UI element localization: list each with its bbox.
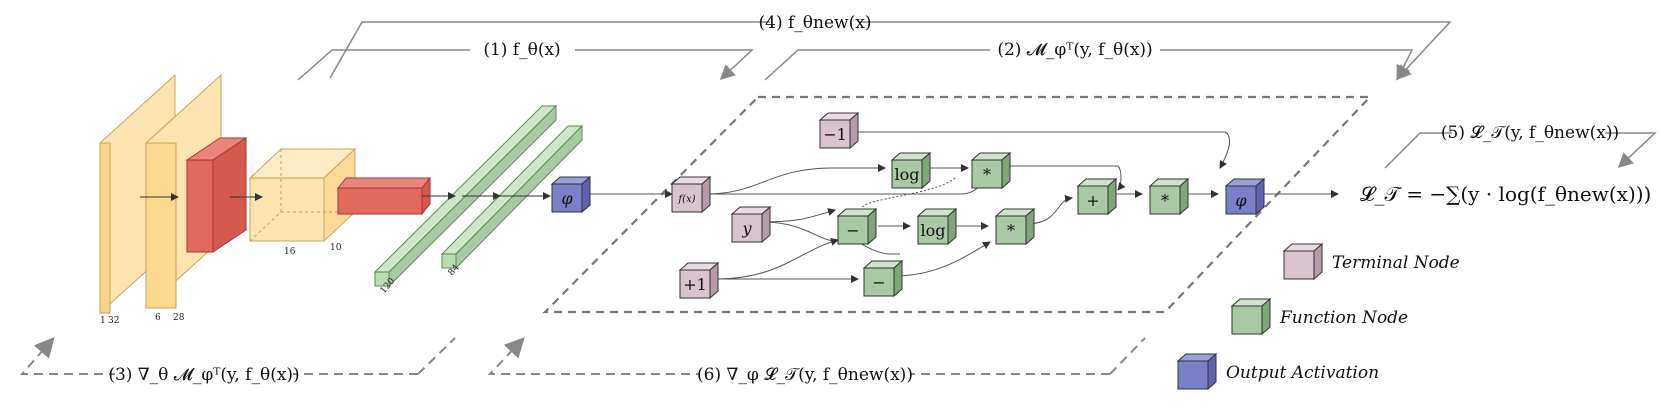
arrow-2-meta-loss: (2) 𝓜_φᵀ(y, f_θ(x)) xyxy=(764,40,1414,81)
legend-function: Function Node xyxy=(1230,297,1408,336)
function-node-plus: + xyxy=(1076,177,1118,216)
dim-label: 16 xyxy=(284,247,296,257)
arrow-6-gradient-phi: (6) ∇_φ 𝓛_𝒯(y, f_θnew(x)) xyxy=(487,337,1146,385)
svg-text:log: log xyxy=(921,221,946,240)
meta-loss-graph-frame xyxy=(542,95,1373,314)
svg-text:−1: −1 xyxy=(823,125,847,144)
terminal-node-plus-one: +1 xyxy=(678,261,720,300)
arrow-1-label: (1) f_θ(x) xyxy=(483,40,560,60)
terminal-node-y: y xyxy=(730,205,772,244)
arrow-2-label: (2) 𝓜_φᵀ(y, f_θ(x)) xyxy=(997,40,1152,60)
legend-terminal-label: Terminal Node xyxy=(1332,253,1460,273)
fc-layer-84 xyxy=(440,124,584,270)
terminal-node-fx: f(x) xyxy=(670,175,712,214)
svg-text:*: * xyxy=(1161,191,1169,210)
dim-label: 32 xyxy=(108,316,119,326)
dim-label: 28 xyxy=(173,313,185,323)
arrow-5-label: (5) 𝓛_𝒯(y, f_θnew(x)) xyxy=(1441,123,1619,143)
arrow-3-gradient-theta: (3) ∇_θ 𝓜_φᵀ(y, f_θ(x)) xyxy=(19,337,456,385)
arrow-3-label: (3) ∇_θ 𝓜_φᵀ(y, f_θ(x)) xyxy=(108,365,299,385)
legend-function-label: Function Node xyxy=(1279,308,1408,328)
pool-layer-2 xyxy=(336,176,432,216)
arrow-5-task-loss: (5) 𝓛_𝒯(y, f_θnew(x)) xyxy=(1384,123,1657,169)
network-output-activation: φ xyxy=(550,175,592,214)
svg-text:y: y xyxy=(741,219,752,238)
loss-formula: 𝓛_𝒯 = −∑(y · log(f_θnew(x))) xyxy=(1360,182,1651,206)
arrow-1-forward: (1) f_θ(x) xyxy=(297,40,754,81)
svg-text:f(x): f(x) xyxy=(677,194,695,205)
svg-text:φ: φ xyxy=(1235,191,1247,210)
function-node-mul-right: * xyxy=(1148,177,1190,216)
function-node-mul-top: * xyxy=(970,151,1012,190)
phi-label: φ xyxy=(561,189,573,208)
function-node-log-mid: log xyxy=(916,207,958,246)
svg-text:−: − xyxy=(872,273,885,292)
dim-label: 1 xyxy=(100,316,106,326)
svg-text:log: log xyxy=(895,165,920,184)
svg-text:−: − xyxy=(846,221,859,240)
function-node-mul-mid: * xyxy=(994,207,1036,246)
cnn-network: 1 32 6 28 16 10 120 84 xyxy=(99,73,584,326)
svg-text:+1: +1 xyxy=(683,275,707,294)
dim-label: 6 xyxy=(155,313,161,323)
legend-output: Output Activation xyxy=(1176,352,1379,391)
terminal-node-minus-one: −1 xyxy=(818,111,860,150)
function-node-minus-top: − xyxy=(836,207,878,246)
arrow-4-label: (4) f_θnew(x) xyxy=(759,13,872,33)
svg-text:*: * xyxy=(1007,221,1015,240)
pool-layer-1 xyxy=(185,137,248,253)
arrow-4-forward-new: (4) f_θnew(x) xyxy=(329,13,1452,81)
legend: Terminal Node Function Node Output Activ… xyxy=(1176,242,1460,391)
function-node-minus-bottom: − xyxy=(862,259,904,298)
svg-text:+: + xyxy=(1086,191,1099,210)
arrow-6-label: (6) ∇_φ 𝓛_𝒯(y, f_θnew(x)) xyxy=(697,365,913,385)
legend-terminal: Terminal Node xyxy=(1282,242,1460,281)
svg-text:*: * xyxy=(983,165,991,184)
function-node-log-top: log xyxy=(890,151,932,190)
output-activation-node: φ xyxy=(1224,177,1266,216)
legend-output-label: Output Activation xyxy=(1226,363,1379,383)
graph-nodes: f(x) −1 y +1 log xyxy=(670,111,1266,300)
dim-label: 10 xyxy=(330,243,342,253)
